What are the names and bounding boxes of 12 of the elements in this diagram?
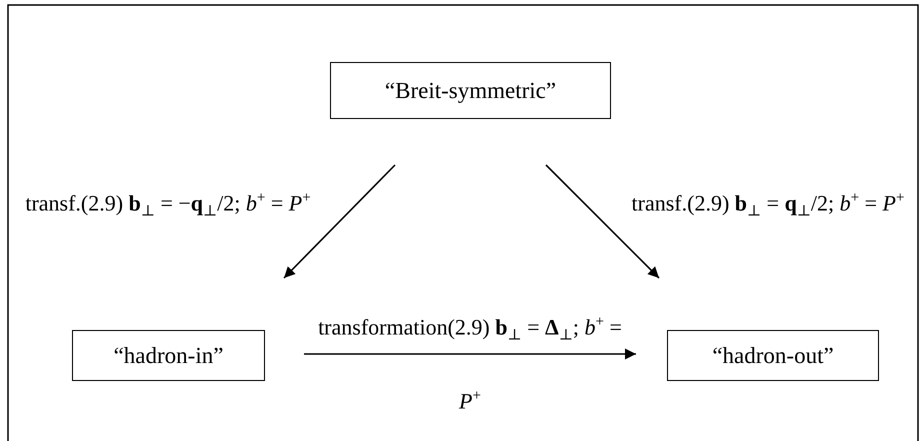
state-name: “Breit-symmetric” (384, 78, 556, 104)
state-box (667, 330, 879, 381)
arrow (304, 348, 636, 360)
arrow (283, 164, 396, 279)
arrow (545, 164, 660, 279)
edge-label: transformation(2.9) b$_{⊥}$ = Δ$_{⊥}$; b$^{+}$ = P$^{+}$ (317, 313, 623, 416)
state-name: “hadron-in” (114, 342, 224, 368)
state-name: “hadron-out” (712, 342, 834, 368)
edge-label: transf.(2.9) b$_{⊥}$ = q$_{⊥}$/2; b$^{+}$ = P$^{+}$ (630, 189, 906, 222)
edge-label: transf.(2.9) b$_{⊥}$ = −q$_{⊥}$/2; b$^{+}$ = P$^{+}$ (24, 189, 312, 222)
state-box (330, 62, 611, 119)
state-box (72, 330, 265, 381)
